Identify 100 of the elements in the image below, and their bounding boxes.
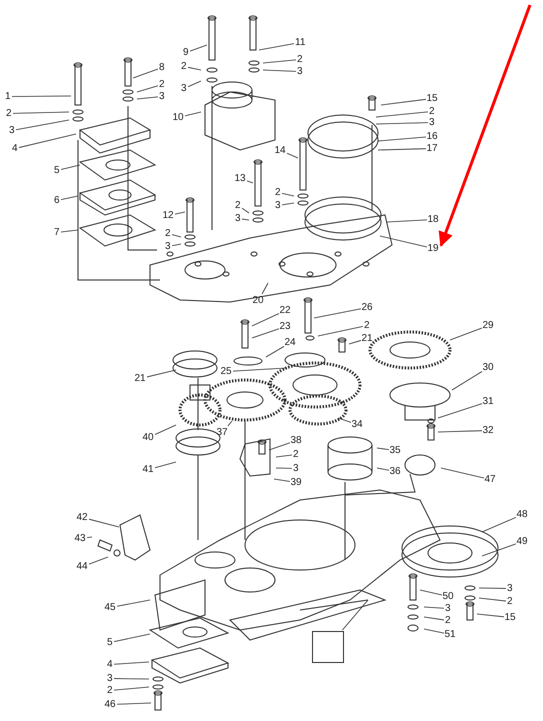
leader-line [424,628,444,634]
leader-line [154,424,176,435]
callout-number: 3 [429,116,435,128]
callout-number: 4 [107,658,113,670]
leader-line [420,590,442,596]
callout-number: 2 [293,448,299,460]
leader-line [242,208,250,214]
leader-line [338,418,352,423]
callout-number: 3 [165,240,171,252]
callout-number: 5 [54,164,60,176]
leader-line [478,588,506,589]
leader-line [282,202,294,206]
callout-number: 3 [235,212,241,224]
blank-box [312,631,344,663]
leader-line [262,59,296,64]
callout-number: 2 [297,54,303,64]
callout-number: 2 [429,106,435,116]
leader-line [136,85,158,92]
leader-line [232,368,288,372]
leader-line [268,442,290,450]
callout-number: 10 [172,112,184,122]
leader-line [318,326,364,336]
callout-number: 20 [252,294,264,306]
callout-number: 46 [104,698,116,710]
leader-line [172,244,182,246]
callout-number: 17 [426,142,438,154]
callout-number: 3 [181,82,187,94]
leader-line [252,328,280,338]
callout-number: 44 [76,560,88,572]
leader-line [380,98,426,106]
callout-number: 8 [159,62,165,72]
leader-line [116,600,150,607]
callout-number: 37 [216,426,228,438]
leader-line [188,80,202,88]
leader-line [154,462,176,468]
callout-number: 47 [484,474,496,484]
arrow [438,4,532,247]
leader-line [380,236,428,248]
callout-number: 2 [275,186,281,198]
leader-line [190,44,208,52]
leader-line [274,478,290,482]
callout-number: 9 [183,46,189,58]
leader-line [16,120,70,130]
callout-number: 21 [134,372,146,384]
leader-line [114,634,150,642]
leader-line [376,112,428,118]
callout-number: 15 [426,92,438,104]
callout-number: 3 [9,124,15,136]
callout-number: 38 [290,434,302,446]
leader-line [386,219,428,222]
leader-line [60,164,80,170]
leader-line [482,516,516,532]
leader-line [262,70,296,72]
callout-number: 6 [54,194,60,206]
callout-number: 26 [362,302,373,312]
callout-number: 39 [290,476,302,488]
callout-number: 12 [162,210,174,220]
callout-number: 35 [390,444,401,456]
leader-line [252,313,280,326]
leader-line [12,112,70,114]
leader-line [440,468,484,478]
callout-number: 7 [54,226,60,238]
leader-line [450,328,482,340]
callout-number: 2 [507,596,513,606]
leader-line [348,340,362,344]
callout-number: 2 [235,200,241,210]
callout-number: 16 [426,130,438,142]
callout-number: 23 [280,320,291,332]
leader-line [146,370,176,378]
leader-line [452,371,482,390]
callout-number: 3 [275,200,281,210]
callout-number: 21 [362,332,373,344]
callout-number: 2 [165,228,171,238]
callout-number: 3 [507,582,513,594]
callout-number: 22 [280,304,291,316]
callout-number: 29 [482,320,494,330]
callout-number: 18 [428,214,439,224]
leader-line [282,192,294,196]
callout-number: 49 [516,536,528,546]
callout-number: 3 [159,90,165,102]
callout-number: 25 [220,366,232,376]
callout-number: 36 [390,466,401,476]
callout-number: 5 [107,636,113,648]
callout-number: 32 [482,424,494,436]
leader-line [376,468,390,471]
leader-line [18,134,76,148]
leader-line [314,308,362,318]
callout-number: 14 [274,144,286,156]
leader-line [227,420,232,426]
leader-line [476,614,504,618]
leader-line [188,66,202,70]
leader-line [378,136,426,142]
leader-line [258,43,294,50]
callout-number: 2 [445,614,451,626]
callout-number: 4 [12,142,18,154]
callout-number: 19 [428,242,439,254]
callout-number: 51 [444,628,456,640]
callout-number: 48 [516,508,528,520]
callout-number: 45 [104,602,116,612]
leader-line [286,152,298,158]
